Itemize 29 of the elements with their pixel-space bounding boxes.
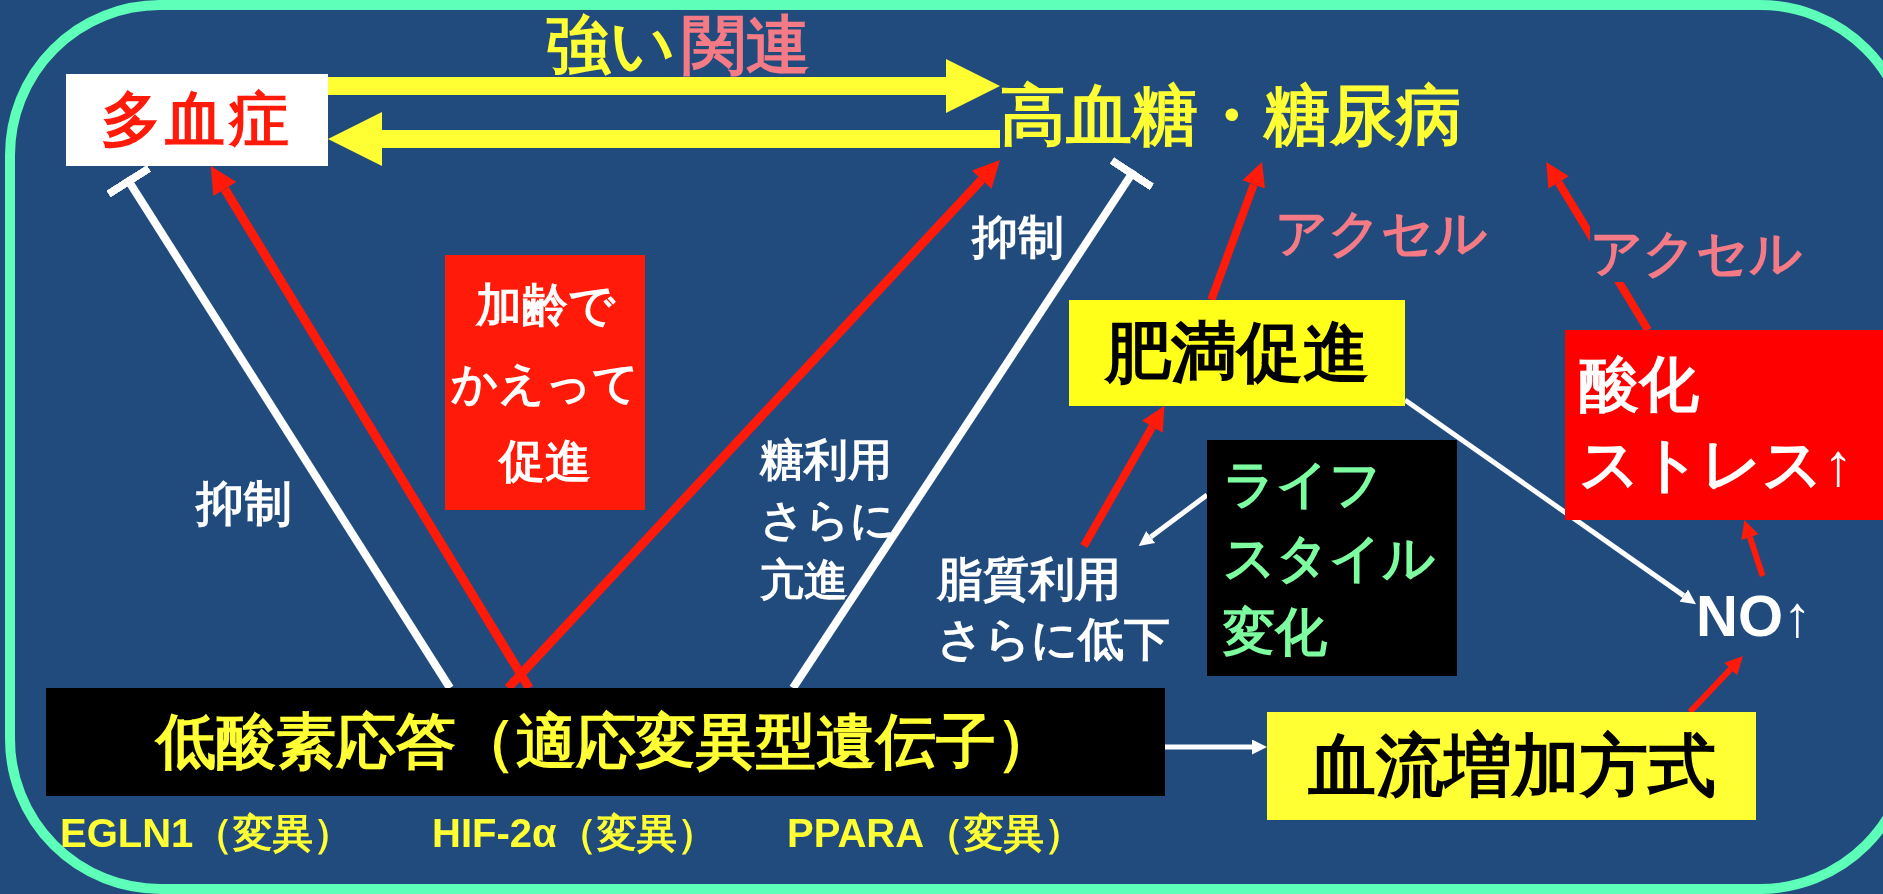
gene-label: PPARA（変異） <box>787 812 1085 854</box>
note-box: 加齢でかえって促進 <box>445 255 645 510</box>
marker-text: NO↑ <box>1696 576 1866 656</box>
arrow <box>1687 656 1743 715</box>
arrow <box>1138 493 1209 546</box>
edge-label: 抑制 <box>972 212 1064 263</box>
effect-box: 肥満促進 <box>1069 300 1405 406</box>
inhibition-line <box>789 157 1155 691</box>
arrow <box>1207 162 1265 302</box>
gene-label: EGLN1（変異） <box>60 812 354 854</box>
annotation-text: 関連 <box>682 12 810 80</box>
note-text: 脂質利用さらに低下 <box>937 546 1173 671</box>
lifestyle-box: ライフスタイル変化 <box>1207 440 1457 676</box>
condition-box: 多血症 <box>66 74 328 166</box>
arrow <box>1165 739 1267 755</box>
mechanism-box: 血流増加方式 <box>1267 712 1756 820</box>
edge-label: アクセル <box>1590 225 1802 283</box>
arrow <box>210 166 534 691</box>
arrow <box>1080 406 1165 548</box>
note-text: 糖利用さらに亢進 <box>760 434 895 606</box>
condition-text: 高血糖・糖尿病 <box>1000 70 1570 162</box>
arrow <box>328 59 1000 113</box>
gene-box: 低酸素応答（適応変異型遺伝子） <box>46 688 1165 796</box>
annotation-text: 強い <box>546 12 676 80</box>
gene-label: HIF-2α（変異） <box>432 812 717 854</box>
inhibition-line <box>106 165 454 691</box>
arrow <box>1741 520 1766 577</box>
edge-label: 抑制 <box>196 478 292 531</box>
stress-box: 酸化ストレス↑ <box>1565 330 1883 520</box>
